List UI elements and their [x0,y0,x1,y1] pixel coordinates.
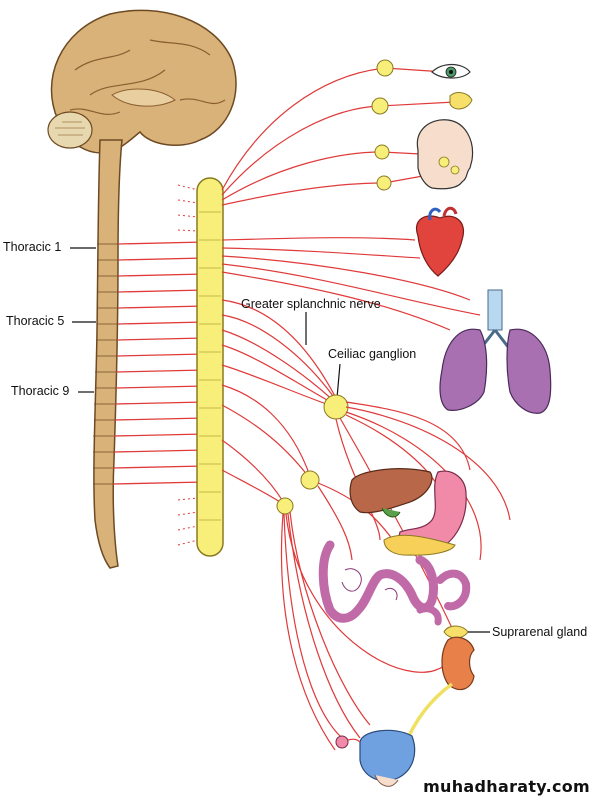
label-suprarenal-gland: Suprarenal gland [492,625,588,639]
sympathetic-trunk [196,177,224,557]
suprarenal-gland [443,625,469,639]
label-thoracic-9: Thoracic 9 [11,384,70,398]
liver [349,468,433,514]
spinal-cord [93,139,123,569]
gallbladder [381,507,401,518]
gray-rami [177,184,199,546]
eye [431,63,471,79]
lacrimal-gland [449,92,473,110]
preganglionic-fibers [112,241,206,485]
cerebellum [47,111,93,149]
thoracic-pointers [70,247,96,393]
heart [416,206,464,277]
urinary-bladder [335,729,416,787]
prevertebral-ganglia [276,394,349,515]
fibers-to-thorax [221,237,481,331]
watermark: muhadharaty.com [423,777,590,796]
brain [47,9,237,154]
kidney [441,636,475,691]
label-thoracic-5: Thoracic 5 [6,314,65,328]
pancreas [383,534,456,556]
head-profile [416,119,474,190]
splanchnic-fibers [221,299,337,505]
ceiliac-ganglion-pointer [336,363,341,399]
label-greater-splanchnic-nerve: Greater splanchnic nerve [241,297,381,311]
lungs [439,289,552,414]
label-ceiliac-ganglion: Ceiliac ganglion [328,347,417,361]
intestines [318,540,471,626]
label-thoracic-1: Thoracic 1 [3,240,62,254]
cervical-ganglia [371,59,394,191]
